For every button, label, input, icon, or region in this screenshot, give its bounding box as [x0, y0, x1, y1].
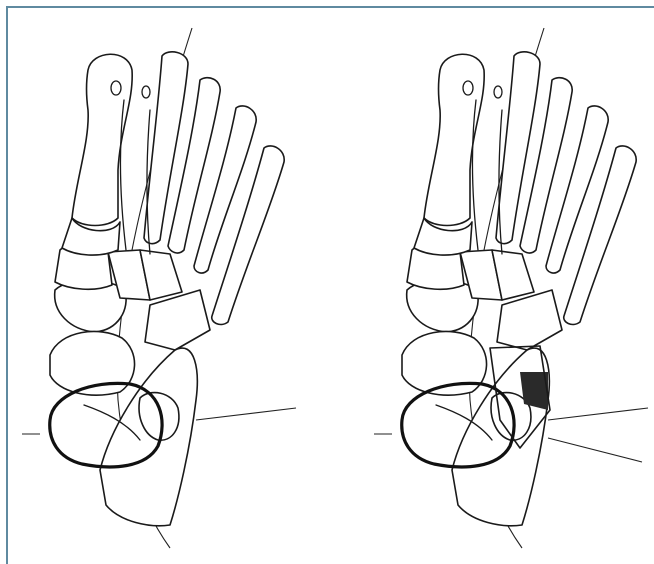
left-foot-drawing — [22, 28, 296, 548]
right-foot-drawing — [374, 28, 648, 548]
